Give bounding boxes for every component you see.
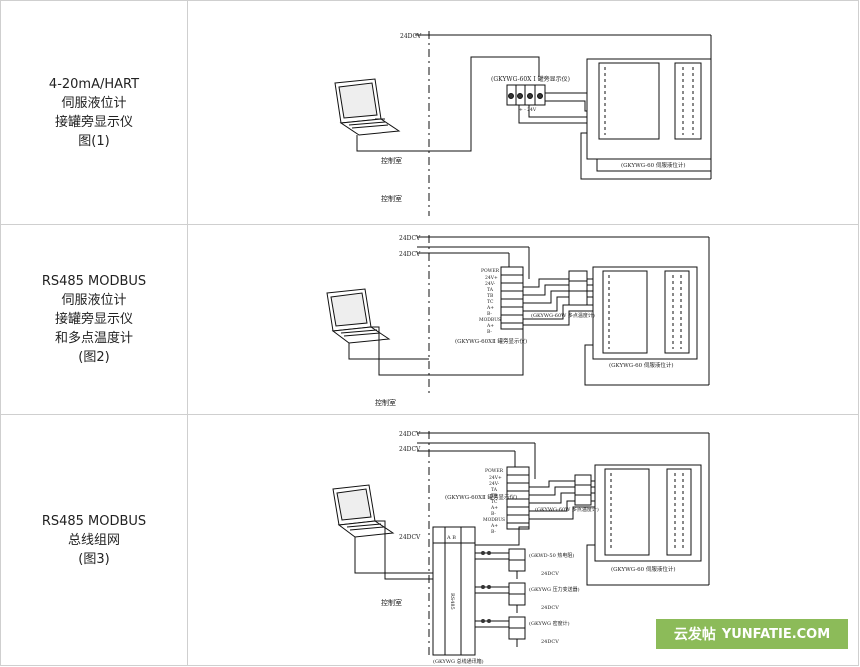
display-label: (GKYWG-60XⅡ 罐旁显示仪) (455, 337, 527, 345)
label-line: RS485 MODBUS (41, 274, 147, 289)
control-room-label: 控制室 (375, 398, 396, 407)
row-label-cell: RS485 MODBUS 伺服液位计 接罐旁显示仪 和多点温度计 (图2) (1, 225, 188, 414)
thermo-label: (GKYWG-60W 多点温度计) (535, 506, 599, 513)
label-line: 伺服液位计 (61, 95, 127, 111)
terminal-label: A+ (486, 305, 494, 311)
terminal-label: MODBUS (483, 517, 505, 523)
label-line: (图2) (78, 350, 110, 365)
terminal-label: MODBUS (479, 317, 501, 323)
terminal-label: A+ (490, 505, 498, 511)
watermark-zh: 云发帖 (673, 627, 716, 643)
device-label: (GKYWG 压力变送器) (529, 586, 580, 593)
row-label-cell: RS485 MODBUS 总线组网 (图3) (1, 415, 188, 666)
wiring-diagram-3: 24DCV 24DCV 24DCV POWER 24V+ 24V- TA TB … (332, 431, 710, 665)
label-line: 图(1) (78, 133, 110, 149)
supply-label: 24DCV (399, 431, 421, 438)
wiring-diagram-1: 24DCV (GKYWG-60X I 罐旁显示仪) + - 24V (GKYWG… (334, 31, 712, 216)
label-line: 总线组网 (67, 533, 120, 548)
display-terminal-label: + - 24V (519, 107, 537, 113)
control-room-label: 控制室 (381, 156, 402, 165)
display-label: (GKYWG-60XⅡ 罐旁显示仪) (445, 493, 517, 501)
terminal-label: 24V- (489, 481, 500, 487)
bus-ab-label: A B (446, 535, 456, 541)
terminal-label: TB (491, 493, 498, 499)
watermark-logo: 云发帖 YUNFATIE.COM (656, 619, 848, 649)
table-row: RS485 MODBUS 总线组网 (图3) (1, 415, 858, 666)
row-label-cell: 4-20mA/HART 伺服液位计 接罐旁显示仪 图(1) (1, 1, 188, 224)
terminal-label: B- (487, 329, 492, 335)
gauge-label: (GKYWG-60 伺服液位计) (609, 361, 674, 369)
display-terminal-list: POWER 24V+ 24V- TA TB TC A+ B- MODBUS A+… (479, 268, 501, 335)
laptop-icon (332, 484, 395, 538)
label-line: 接罐旁显示仪 (54, 312, 133, 327)
device-label: (GKWD-50 热电阻) (529, 552, 574, 559)
supply-label: 24DCV (400, 33, 422, 40)
terminal-label: 24V- (485, 281, 496, 287)
supply-label: 24DCV (399, 446, 421, 453)
supply-label: 24DCV (399, 251, 421, 258)
terminal-label: B- (491, 511, 496, 517)
gauge-label: (GKYWG-60 伺服液位计) (621, 161, 686, 169)
terminal-label: 24V+ (489, 475, 502, 481)
terminal-label: POWER (481, 268, 500, 274)
terminal-label: B- (487, 311, 492, 317)
laptop-icon (334, 78, 401, 136)
terminal-label: TA (491, 487, 498, 493)
terminal-label: POWER (485, 468, 504, 474)
table-row: 4-20mA/HART 伺服液位计 接罐旁显示仪 图(1) (1, 1, 858, 225)
label-line: 4-20mA/HART (48, 76, 140, 92)
device-supply-label: 24DCV (541, 639, 559, 645)
display-terminal-list: POWER 24V+ 24V- TA TB TC A+ B- MODBUS A+… (483, 468, 505, 535)
table-row: RS485 MODBUS 伺服液位计 接罐旁显示仪 和多点温度计 (图2) (1, 225, 858, 415)
control-room-label: 控制室 (381, 598, 402, 607)
device-supply-label: 24DCV (541, 571, 559, 577)
terminal-label: TC (491, 499, 498, 505)
wiring-diagram-2: 24DCV 24DCV POWER 24V+ 24V- TA TB TC A+ … (326, 235, 710, 407)
label-line: RS485 MODBUS (41, 514, 147, 529)
label-line: 和多点温度计 (54, 331, 133, 346)
display-label: (GKYWG-60X I 罐旁显示仪) (491, 75, 570, 83)
device-label: (GKYWG 密度计) (529, 620, 570, 627)
control-room-label: 控制室 (381, 194, 402, 203)
terminal-label: TC (487, 299, 494, 305)
terminal-label: TB (487, 293, 494, 299)
watermark-en: YUNFATIE.COM (721, 626, 831, 642)
label-line: 接罐旁显示仪 (54, 114, 133, 130)
gauge-label: (GKYWG-60 伺服液位计) (611, 565, 676, 573)
bus-bottom-label: (GKYWG 总线通讯箱) (433, 658, 484, 665)
label-line: (图3) (78, 552, 110, 567)
thermo-label: (GKYWG-60W 多点温度计) (531, 312, 595, 319)
device-supply-label: 24DCV (541, 605, 559, 611)
label-line: 伺服液位计 (61, 293, 127, 308)
terminal-label: TA (487, 287, 494, 293)
supply-label: 24DCV (399, 235, 421, 242)
terminal-label: A+ (490, 523, 498, 529)
bus-box (432, 526, 476, 656)
terminal-label: A+ (486, 323, 494, 329)
laptop-icon (326, 288, 391, 344)
supply-label: 24DCV (399, 534, 421, 541)
bus-label: RS485 (449, 593, 455, 610)
terminal-label: 24V+ (485, 275, 498, 281)
terminal-label: B- (491, 529, 496, 535)
